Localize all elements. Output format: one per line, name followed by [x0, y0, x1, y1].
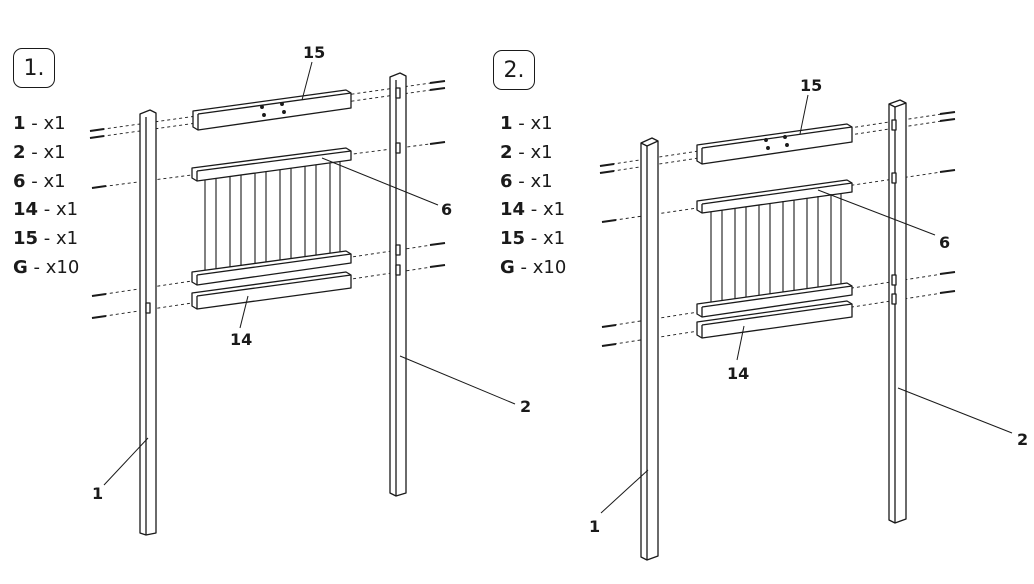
step-1-callout-15: 15 [303, 43, 326, 62]
parts-row: G - x10 [13, 254, 79, 283]
part-qty: - x10 [33, 256, 80, 278]
post-1 [139, 109, 157, 536]
parts-row: 6 - x1 [13, 168, 79, 197]
part-id: 6 [13, 170, 26, 192]
parts-row: 1 - x1 [13, 110, 79, 139]
board-14 [696, 300, 853, 339]
parts-row: 2 - x1 [13, 139, 79, 168]
post-1 [640, 137, 659, 561]
part-id: 2 [13, 141, 26, 163]
step-1-parts-list: 1 - x1 2 - x1 6 - x1 14 - x1 15 - x1 G -… [13, 110, 79, 283]
step-1-callout-1: 1 [92, 484, 104, 503]
parts-row: 14 - x1 [13, 196, 79, 225]
leader-lines [103, 61, 516, 486]
leader-lines [600, 94, 1013, 514]
step-1-callout-14: 14 [230, 330, 253, 349]
part-id: G [500, 256, 515, 278]
screw-guide-lines [89, 80, 446, 319]
part-id: G [13, 256, 28, 278]
step-1-callout-2: 2 [520, 397, 532, 416]
step-2-number: 2. [503, 57, 525, 83]
part-qty: - x1 [43, 228, 79, 250]
step-2-parts-list: 1 - x1 2 - x1 6 - x1 14 - x1 15 - x1 G -… [500, 110, 566, 283]
part-id: 14 [500, 199, 526, 221]
step-1-callout-6: 6 [441, 200, 453, 219]
part-id: 1 [13, 113, 26, 134]
parts-row: 2 - x1 [500, 139, 566, 168]
step-2-callout-6: 6 [939, 233, 951, 252]
part-qty: - x1 [43, 199, 79, 221]
part-qty: - x1 [31, 113, 66, 134]
panel-6 [696, 179, 853, 318]
step-2-number-box: 2. [493, 50, 535, 90]
panel-6 [191, 147, 352, 286]
parts-row: G - x10 [500, 254, 566, 283]
part-id: 6 [500, 170, 513, 192]
part-qty: - x1 [518, 170, 553, 192]
post-2 [389, 72, 407, 497]
part-id: 2 [500, 141, 513, 163]
part-id: 1 [500, 113, 513, 134]
part-qty: - x1 [31, 170, 66, 192]
part-id: 15 [13, 228, 39, 250]
part-qty: - x1 [518, 113, 553, 134]
parts-row: 15 - x1 [500, 225, 566, 254]
parts-row: 14 - x1 [500, 196, 566, 225]
parts-row: 1 - x1 [500, 110, 566, 139]
step-1-number: 1. [23, 55, 45, 81]
part-qty: - x1 [31, 141, 66, 163]
part-qty: - x10 [520, 256, 567, 278]
part-qty: - x1 [530, 228, 566, 250]
parts-row: 6 - x1 [500, 168, 566, 197]
step-2-callout-1: 1 [589, 517, 601, 536]
part-qty: - x1 [530, 199, 566, 221]
step-2-callout-14: 14 [727, 364, 750, 383]
step-2-callout-15: 15 [800, 76, 823, 95]
part-id: 15 [500, 228, 526, 250]
step-2-assembly [599, 94, 1013, 561]
parts-row: 15 - x1 [13, 225, 79, 254]
step-1-assembly [89, 61, 516, 536]
step-1-number-box: 1. [13, 48, 55, 88]
board-15 [696, 123, 853, 165]
board-15 [192, 89, 352, 131]
part-qty: - x1 [518, 141, 553, 163]
step-2-callout-2: 2 [1017, 430, 1029, 449]
screw-icons [89, 80, 446, 319]
board-14 [191, 271, 352, 310]
post-2 [888, 99, 907, 524]
part-id: 14 [13, 199, 39, 221]
screw-icons [599, 111, 956, 347]
